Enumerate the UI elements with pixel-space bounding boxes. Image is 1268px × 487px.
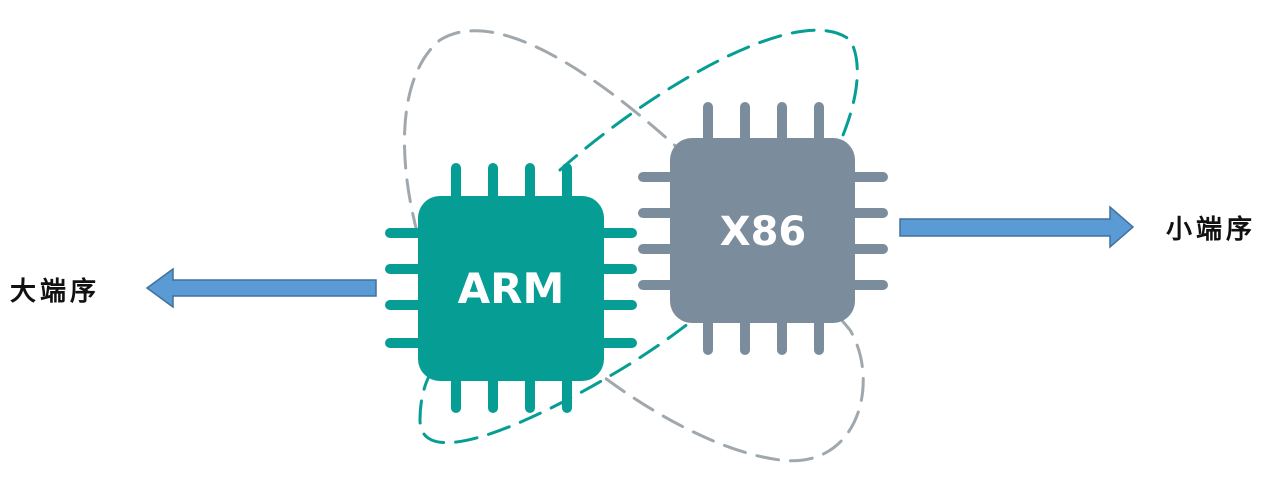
arrow-left-icon (145, 267, 377, 309)
arm-chip-body (418, 196, 604, 381)
arm-chip: ARM (385, 163, 637, 413)
big-endian-label: 大端序 (10, 276, 100, 307)
x86-chip: X86 (638, 102, 888, 355)
little-endian-label: 小端序 (1166, 214, 1256, 245)
arrow-right-icon (899, 205, 1135, 249)
arm-chip-label: ARM (458, 264, 565, 313)
x86-chip-body (670, 138, 855, 323)
x86-chip-label: X86 (720, 209, 807, 255)
